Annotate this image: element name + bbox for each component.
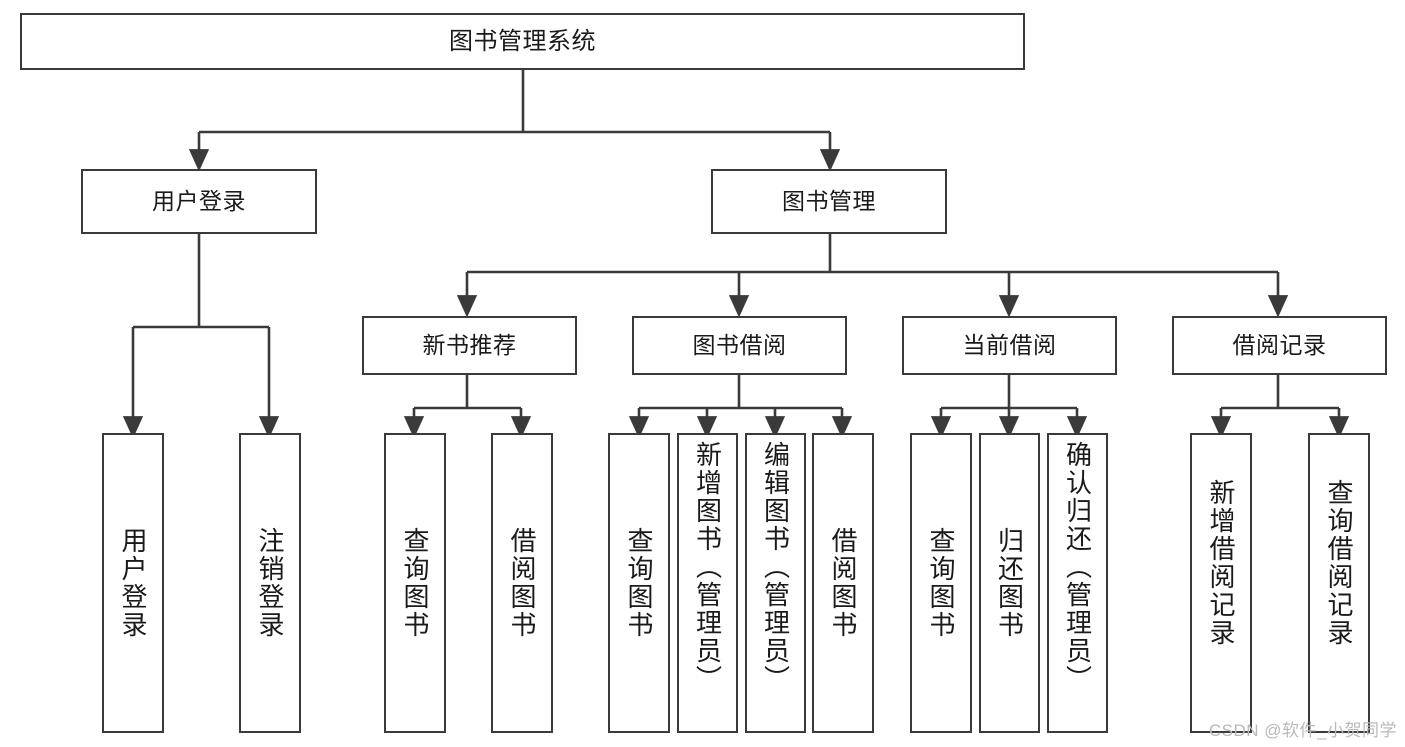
node-label: 借阅图书 — [828, 527, 858, 639]
node-current-borrow[interactable]: 当前借阅 — [902, 316, 1117, 375]
node-label: 新增图书（管理员） — [692, 441, 723, 693]
node-label: 查询图书 — [400, 527, 430, 639]
node-user-login[interactable]: 用户登录 — [81, 169, 317, 234]
leaf-recommend-borrow-book[interactable]: 借阅图书 — [491, 433, 553, 733]
leaf-borrow-query-book[interactable]: 查询图书 — [608, 433, 670, 733]
node-label: 注销登录 — [255, 527, 285, 639]
node-label: 查询借阅记录 — [1324, 479, 1354, 647]
node-label: 借阅图书 — [507, 527, 537, 639]
leaf-record-add[interactable]: 新增借阅记录 — [1190, 433, 1252, 733]
node-label: 归还图书 — [994, 527, 1025, 639]
leaf-current-confirm-return-admin[interactable]: 确认归还（管理员） — [1047, 433, 1108, 733]
leaf-borrow-lend-book[interactable]: 借阅图书 — [812, 433, 874, 733]
node-borrow-record[interactable]: 借阅记录 — [1172, 316, 1387, 375]
node-root-system[interactable]: 图书管理系统 — [20, 13, 1025, 70]
node-label: 查询图书 — [624, 527, 654, 639]
leaf-user-login[interactable]: 用户登录 — [102, 433, 164, 733]
node-label: 新增借阅记录 — [1206, 479, 1236, 647]
node-label: 用户登录 — [152, 188, 246, 215]
node-label: 用户登录 — [118, 527, 148, 639]
node-label: 图书借阅 — [692, 332, 787, 359]
leaf-recommend-query-book[interactable]: 查询图书 — [384, 433, 446, 733]
node-label: 图书管理系统 — [449, 27, 596, 55]
leaf-borrow-edit-book-admin[interactable]: 编辑图书（管理员） — [745, 433, 806, 733]
node-book-manage[interactable]: 图书管理 — [711, 169, 947, 234]
node-label: 当前借阅 — [962, 332, 1057, 359]
node-label: 确认归还（管理员） — [1062, 441, 1093, 693]
node-label: 借阅记录 — [1232, 332, 1327, 359]
node-label: 新书推荐 — [422, 332, 517, 359]
csdn-watermark: CSDN @软件_小贺同学 — [1208, 721, 1397, 740]
leaf-record-query[interactable]: 查询借阅记录 — [1308, 433, 1370, 733]
node-label: 编辑图书（管理员） — [760, 441, 791, 693]
leaf-current-query-book[interactable]: 查询图书 — [910, 433, 972, 733]
leaf-current-return-book[interactable]: 归还图书 — [979, 433, 1040, 733]
node-new-book-recommend[interactable]: 新书推荐 — [362, 316, 577, 375]
leaf-user-logout[interactable]: 注销登录 — [239, 433, 301, 733]
node-book-borrow[interactable]: 图书借阅 — [632, 316, 847, 375]
node-label: 查询图书 — [926, 527, 956, 639]
node-label: 图书管理 — [782, 188, 876, 215]
leaf-borrow-add-book-admin[interactable]: 新增图书（管理员） — [677, 433, 738, 733]
